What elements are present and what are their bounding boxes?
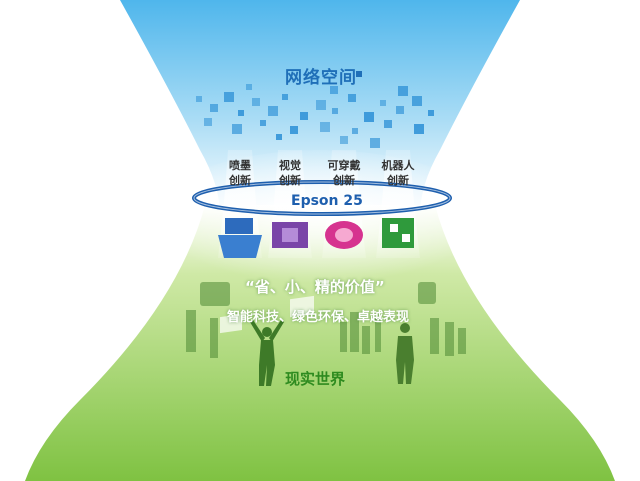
pixel-square — [290, 126, 298, 134]
pixel-square — [232, 124, 242, 134]
epson-ring — [192, 180, 452, 216]
floating-panels — [220, 295, 314, 334]
values-text: 智能科技、绿色环保、卓越表现 — [227, 310, 410, 325]
innovation-label-line: 创新 — [333, 174, 355, 187]
tube-robot — [376, 150, 420, 258]
pixel-square — [380, 100, 386, 106]
cyber-pixels — [196, 84, 434, 148]
pixel-square — [428, 110, 434, 116]
pixel-square — [364, 112, 374, 122]
pixel-square — [316, 100, 326, 110]
innovation-label-line: 机器人 — [381, 159, 415, 172]
tube-inkjet — [218, 150, 262, 258]
pixel-square — [260, 120, 266, 126]
pixel-square — [352, 128, 358, 134]
pixel-square — [384, 120, 392, 128]
tube-wearable — [322, 150, 366, 258]
pixel-square — [396, 106, 404, 114]
person-arms-raised-icon — [250, 320, 284, 386]
center-glow — [150, 150, 490, 290]
pixel-square — [398, 86, 408, 96]
person-standing-icon — [396, 323, 414, 384]
pixel-square — [348, 94, 356, 102]
innovation-label-inkjet: 喷墨 创新 — [220, 158, 260, 188]
innovation-label-line: 喷墨 — [229, 159, 251, 172]
pixel-square — [246, 84, 252, 90]
pixel-square — [252, 98, 260, 106]
innovation-label-wearable: 可穿戴 创新 — [324, 158, 364, 188]
pixel-square — [196, 96, 202, 102]
pixel-square — [224, 92, 234, 102]
epson-ring-label: Epson 25 — [291, 193, 363, 209]
real-world-title: 现实世界 — [285, 370, 346, 388]
innovation-label-line: 创新 — [279, 174, 301, 187]
cyber-space-title: 网络空间 — [285, 68, 357, 88]
pixel-square — [276, 134, 282, 140]
innovation-label-line: 可穿戴 — [327, 159, 361, 172]
pixel-square — [268, 106, 278, 116]
innovation-label-line: 创新 — [229, 174, 251, 187]
motto-text: “省、小、精的价值” — [245, 278, 385, 296]
tube-visual — [268, 150, 312, 258]
pixel-square — [412, 96, 422, 106]
cyber-space-dot — [356, 71, 362, 77]
real-world-silhouettes — [186, 282, 466, 358]
pixel-square — [370, 138, 380, 148]
pixel-square — [210, 104, 218, 112]
pixel-square — [238, 110, 244, 116]
innovation-label-robot: 机器人 创新 — [378, 158, 418, 188]
innovation-label-line: 创新 — [387, 174, 409, 187]
inkjet-icon — [218, 235, 262, 258]
pixel-square — [332, 108, 338, 114]
pixel-square — [330, 86, 338, 94]
pixel-square — [320, 122, 330, 132]
pixel-square — [204, 118, 212, 126]
innovation-label-visual: 视觉 创新 — [270, 158, 310, 188]
innovation-label-line: 视觉 — [279, 159, 301, 172]
real-world-funnel — [25, 205, 615, 481]
robot-icon — [382, 218, 414, 248]
pixel-square — [340, 136, 348, 144]
pixel-square — [414, 124, 424, 134]
pixel-square — [282, 94, 288, 100]
innovation-tubes — [218, 150, 420, 258]
pixel-square — [300, 112, 308, 120]
